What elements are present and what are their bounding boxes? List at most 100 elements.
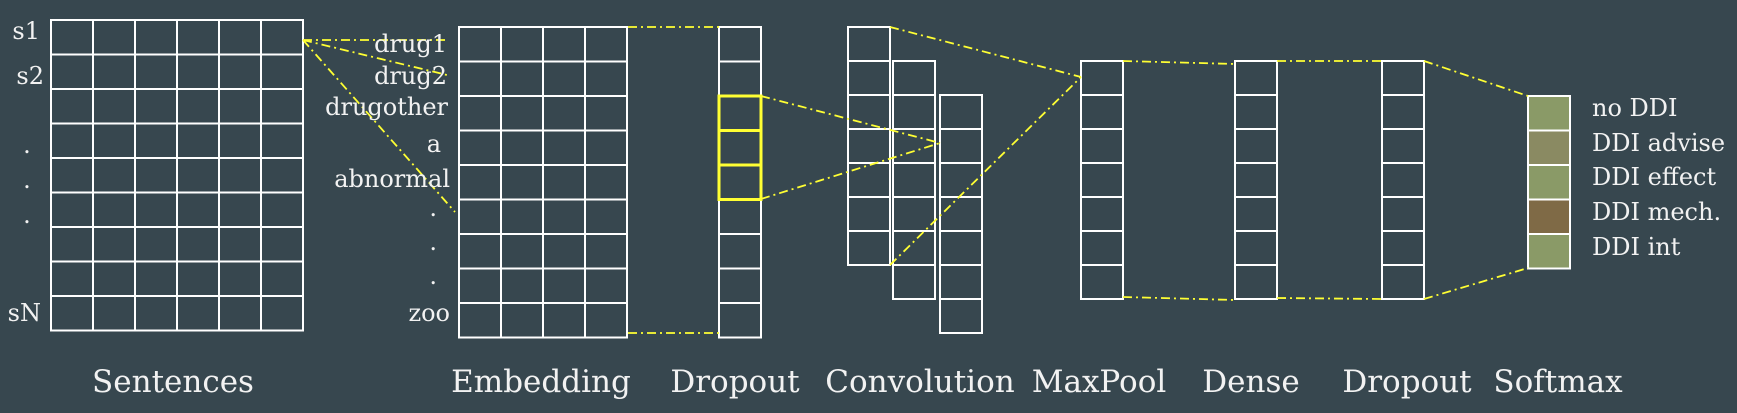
sentences-grid-cell <box>176 122 220 159</box>
caption-maxpool: MaxPool <box>1032 364 1167 400</box>
sentence-label-dot: . <box>23 131 31 159</box>
dropout2-column-cell <box>1381 94 1425 130</box>
dropout2-column-cell <box>1381 196 1425 232</box>
embedding-grid <box>458 26 628 339</box>
sentences-grid-cell <box>50 157 94 194</box>
dense-column-cell <box>1234 60 1278 96</box>
sentences-grid-cell <box>134 19 178 56</box>
sentences-grid-cell <box>260 191 304 228</box>
sentences-grid-cell <box>50 226 94 263</box>
sentence-label-sN: sN <box>8 299 41 327</box>
embedding-grid-cell <box>458 26 502 63</box>
embedding-grid-cell <box>584 302 628 339</box>
embedding-grid-cell <box>500 233 544 270</box>
embedding-grid-cell <box>542 95 586 132</box>
sentences-grid-cell <box>260 53 304 90</box>
sentences-grid-cell <box>176 260 220 297</box>
caption-dropout: Dropout <box>670 364 800 400</box>
sentences-grid-cell <box>260 260 304 297</box>
embedding-grid-cell <box>542 233 586 270</box>
embedding-grid-cell <box>542 302 586 339</box>
sentences-grid-cell <box>50 19 94 56</box>
embedding-grid-cell <box>500 60 544 97</box>
softmax-class-label: DDI effect <box>1592 163 1716 191</box>
sentences-grid-cell <box>176 191 220 228</box>
embedding-grid-cell <box>458 164 502 201</box>
convolution-filter-cell <box>847 230 891 266</box>
convolution-filter-cell <box>847 94 891 130</box>
convolution-filter <box>847 26 891 266</box>
maxpool-column-cell <box>1080 196 1124 232</box>
dropout1-column-cell <box>718 233 762 270</box>
sentences-grid-cell <box>218 295 262 332</box>
softmax-cell <box>1527 129 1571 166</box>
sentences-grid-cell <box>176 88 220 125</box>
sentence-label-dot: . <box>23 201 31 229</box>
caption-sentences: Sentences <box>92 364 254 400</box>
embedding-grid-cell <box>458 233 502 270</box>
maxpool-dense-connector <box>1122 296 1236 301</box>
sentences-grid-cell <box>218 88 262 125</box>
convolution-filter-cell <box>892 94 936 130</box>
layer-captions: Sentences Embedding Dropout Convolution … <box>92 364 1623 400</box>
sentences-grid-cell <box>218 53 262 90</box>
sentences-grid-cell <box>218 260 262 297</box>
sentences-grid-cell <box>218 122 262 159</box>
sentences-grid-cell <box>260 19 304 56</box>
dropout1-column <box>718 26 762 339</box>
softmax-cells <box>1527 95 1571 270</box>
embedding-grid-cell <box>584 164 628 201</box>
sentences-grid-cell <box>260 122 304 159</box>
softmax-cell <box>1527 95 1571 132</box>
dropout1-column-cell <box>718 164 762 201</box>
embedding-grid-cell <box>500 26 544 63</box>
convolution-filter <box>939 94 983 334</box>
vocab-word-drugother: drugother <box>325 93 448 121</box>
convolution-filter-cell <box>939 298 983 334</box>
softmax-class-labels: no DDI DDI advise DDI effect DDI mech. D… <box>1592 94 1725 261</box>
convolution-filter-cell <box>847 128 891 164</box>
caption-dense: Dense <box>1202 364 1299 400</box>
sentences-grid-cell <box>50 260 94 297</box>
embedding-grid-cell <box>542 198 586 235</box>
embedding-grid-cell <box>584 95 628 132</box>
sentences-grid-cell <box>134 260 178 297</box>
embedding-grid-cell <box>500 267 544 304</box>
sentences-grid-cell <box>50 295 94 332</box>
sentences-grid-cell <box>92 88 136 125</box>
sentences-grid-cell <box>260 88 304 125</box>
sentences-grid-cell <box>134 157 178 194</box>
sentences-grid-cell <box>218 157 262 194</box>
embedding-grid-cell <box>584 60 628 97</box>
embedding-grid-cell <box>458 129 502 166</box>
embedding-grid-cell <box>500 95 544 132</box>
sentences-grid-cell <box>176 295 220 332</box>
embedding-grid-cell <box>584 267 628 304</box>
maxpool-dense-connector <box>1122 60 1236 65</box>
maxpool-column <box>1080 60 1124 300</box>
lookup-connector <box>302 39 448 76</box>
sentence-label-s2: s2 <box>16 62 44 90</box>
vocab-word-drug1: drug1 <box>374 30 447 58</box>
embedding-grid-cell <box>458 267 502 304</box>
sentences-grid-cell <box>50 53 94 90</box>
sentences-grid-cell <box>50 88 94 125</box>
sentence-row-labels: s1 s2 . . . sN <box>8 17 44 327</box>
sentences-grid-cell <box>260 157 304 194</box>
layer-grids <box>50 19 1571 339</box>
vocab-word-zoo: zoo <box>408 299 450 327</box>
sentences-grid-cell <box>92 226 136 263</box>
sentences-grid-cell <box>50 191 94 228</box>
vocab-word-dot: . <box>429 228 437 256</box>
embedding-grid-cell <box>584 233 628 270</box>
sentences-grid-cell <box>218 226 262 263</box>
softmax-class-label: DDI int <box>1592 233 1681 261</box>
sentences-grid-cell <box>218 191 262 228</box>
convolution-filter-cell <box>892 230 936 266</box>
embedding-grid-cell <box>542 164 586 201</box>
convolution-filter-cell <box>847 26 891 62</box>
dropout2-column-cell <box>1381 60 1425 96</box>
dropout1-column-cell <box>718 26 762 63</box>
